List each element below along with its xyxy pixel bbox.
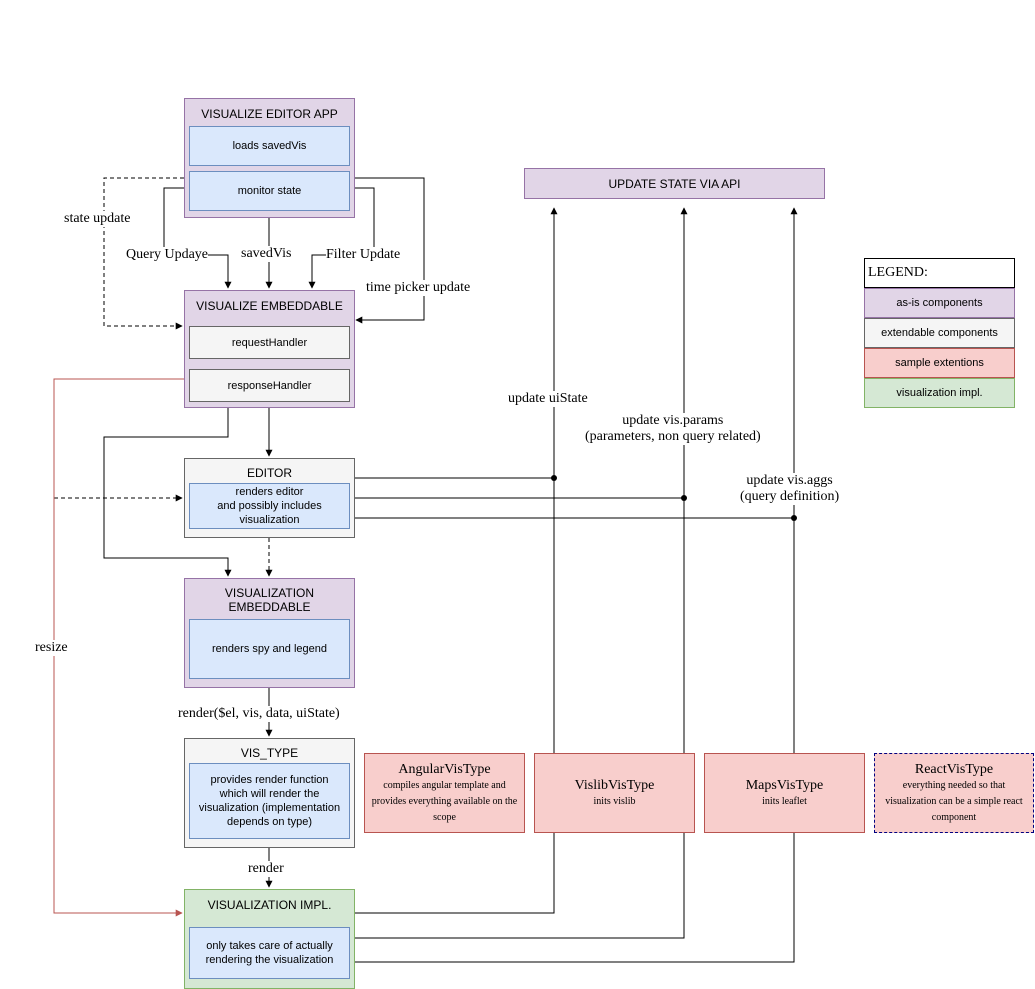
legend-title-text: LEGEND: — [868, 265, 928, 280]
request-handler: requestHandler — [189, 326, 350, 359]
label-query-update: Query Updaye — [126, 247, 209, 263]
vislib-vis-type-node: VislibVisType inits vislib — [534, 753, 695, 833]
editor-node: EDITOR renders editor and possibly inclu… — [184, 458, 355, 538]
label-state-update: state update — [64, 211, 131, 227]
edge-impl-vis-aggs — [354, 833, 795, 963]
node-title: UPDATE STATE VIA API — [608, 176, 741, 191]
node-title: VISUALIZE EMBEDDABLE — [196, 299, 343, 313]
label-time-picker-update: time picker update — [366, 280, 471, 296]
legend-title: LEGEND: — [864, 258, 1015, 288]
legend-sample-extensions: sample extentions — [864, 348, 1015, 378]
ext-name: MapsVisType — [745, 777, 824, 793]
legend-as-is: as-is components — [864, 288, 1015, 318]
maps-vis-type-node: MapsVisType inits leaflet — [704, 753, 865, 833]
node-title: VISUALIZE EDITOR APP — [201, 107, 338, 121]
legend-label: sample extentions — [895, 357, 984, 369]
legend-extendable: extendable components — [864, 318, 1015, 348]
junction-ui-state — [551, 475, 557, 481]
response-handler: responseHandler — [189, 369, 350, 402]
visualize-embeddable-node: VISUALIZE EMBEDDABLE requestHandler resp… — [184, 290, 355, 408]
legend-label: visualization impl. — [896, 387, 983, 399]
junction-vis-params — [681, 495, 687, 501]
edge-impl-ui-state — [354, 833, 555, 914]
edge-time-picker-update — [354, 177, 425, 324]
edge-state-update — [103, 177, 184, 330]
edge-resize — [53, 378, 184, 917]
angular-vis-type-node: AngularVisType compiles angular template… — [364, 753, 525, 833]
ext-desc: everything needed so that visualization … — [885, 779, 1023, 823]
monitor-state: monitor state — [189, 171, 350, 211]
label-resize: resize — [35, 640, 68, 656]
ext-name: AngularVisType — [398, 761, 491, 777]
legend-label: as-is components — [896, 297, 983, 309]
visualize-editor-app-node: VISUALIZE EDITOR APP loads savedVis moni… — [184, 98, 355, 218]
junction-vis-aggs — [791, 515, 797, 521]
vis-type-node: VIS_TYPE provides render function which … — [184, 738, 355, 848]
node-title: VISUALIZATION IMPL. — [207, 898, 332, 912]
react-vis-type-node: ReactVisType everything needed so that v… — [874, 753, 1034, 833]
legend-visualization-impl: visualization impl. — [864, 378, 1015, 408]
ext-name: VislibVisType — [574, 777, 655, 793]
legend-label: extendable components — [881, 327, 998, 339]
label-update-vis-params: update vis.params (parameters, non query… — [585, 413, 761, 445]
label-saved-vis: savedVis — [241, 246, 292, 262]
node-title: EDITOR — [246, 466, 293, 480]
node-title: VISUALIZATION EMBEDDABLE — [224, 586, 315, 614]
label-update-ui-state: update uiState — [508, 391, 588, 407]
label-render: render — [248, 861, 284, 877]
ext-desc: inits leaflet — [762, 795, 807, 807]
ext-name: ReactVisType — [914, 761, 994, 777]
label-render-call: render($el, vis, data, uiState) — [178, 706, 340, 722]
vis-impl-desc: only takes care of actually rendering th… — [189, 927, 350, 979]
loads-saved-vis: loads savedVis — [189, 126, 350, 166]
label-filter-update: Filter Update — [326, 247, 401, 263]
vis-type-desc: provides render function which will rend… — [189, 763, 350, 839]
visualization-impl-node: VISUALIZATION IMPL. only takes care of a… — [184, 889, 355, 989]
ext-desc: inits vislib — [593, 795, 636, 807]
edge-impl-vis-params — [354, 833, 685, 939]
ext-desc: compiles angular template and provides e… — [371, 779, 518, 823]
update-state-node: UPDATE STATE VIA API — [524, 168, 825, 199]
editor-desc: renders editor and possibly includes vis… — [189, 483, 350, 529]
visualization-embeddable-node: VISUALIZATION EMBEDDABLE renders spy and… — [184, 578, 355, 688]
label-update-vis-aggs: update vis.aggs (query definition) — [740, 473, 840, 505]
node-title: VIS_TYPE — [240, 746, 299, 760]
vis-embeddable-desc: renders spy and legend — [189, 619, 350, 679]
